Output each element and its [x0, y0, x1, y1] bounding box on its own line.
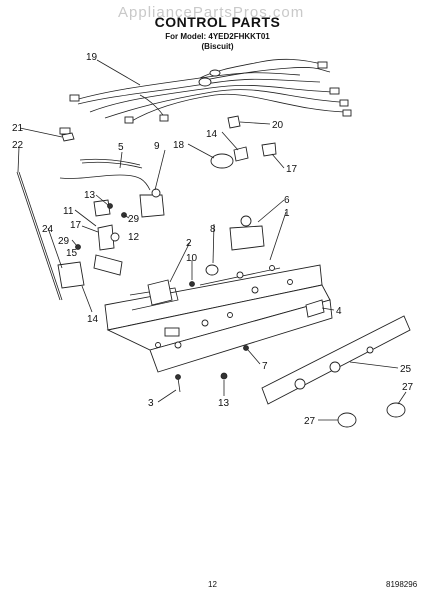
callout-11: 11 — [63, 206, 74, 217]
knob-27 — [337, 412, 357, 428]
light-bulb-19 — [210, 153, 234, 169]
bracket-2 — [147, 279, 173, 306]
callout-8: 8 — [210, 224, 216, 235]
callout-13: 13 — [84, 190, 96, 201]
callout-23: 22 — [12, 140, 24, 151]
socket-17 — [261, 142, 277, 157]
screw-10 — [189, 281, 195, 287]
rod — [18, 171, 63, 301]
harness-connector — [342, 109, 352, 117]
callout-1: 1 — [284, 208, 290, 219]
callout-5: 5 — [118, 142, 124, 153]
callout-2: 2 — [186, 238, 192, 249]
harness-connector — [339, 99, 349, 107]
control — [139, 194, 165, 218]
harness-connector — [59, 127, 71, 135]
harness-connector — [317, 61, 328, 69]
panel-hole — [366, 346, 374, 354]
wire-lead — [79, 158, 141, 166]
leader-lines — [17, 59, 407, 421]
callout-25: 25 — [400, 364, 412, 375]
page-title: CONTROL PARTS — [154, 14, 281, 30]
bracket-18 — [93, 199, 111, 217]
callout-13-lower: 13 — [218, 398, 230, 409]
color-line: (Biscuit) — [201, 42, 234, 51]
model-line: For Model: 4YED2FHKKT01 — [165, 32, 270, 41]
wire-lead — [59, 174, 151, 191]
knob-8 — [205, 264, 219, 276]
screw-12 — [110, 232, 120, 242]
callout-15: 14 — [87, 314, 99, 325]
callout-7: 7 — [262, 361, 268, 372]
socket-clip-21 — [227, 115, 241, 129]
callout-9: 9 — [154, 141, 160, 152]
panel-hole — [294, 378, 306, 390]
callout-4: 4 — [336, 306, 342, 317]
thermostat-knob — [240, 215, 252, 227]
clip — [61, 132, 75, 142]
callout-3: 3 — [148, 398, 154, 409]
page-number: 12 — [208, 580, 217, 589]
thermostat-body — [97, 224, 115, 251]
harness-clip — [209, 69, 221, 77]
wire-harness — [59, 58, 352, 135]
harness-clip — [198, 77, 212, 87]
thermostat-6 — [229, 225, 265, 251]
callout-21: 20 — [272, 120, 284, 131]
callout-18: 17 — [70, 220, 82, 231]
callout-16: 15 — [66, 248, 78, 259]
light-socket-14 — [233, 146, 249, 162]
harness-connector — [69, 94, 80, 102]
callout-29-left: 29 — [58, 236, 70, 247]
wire-lead — [81, 161, 143, 169]
rod — [16, 171, 61, 301]
screw-3-head — [175, 374, 181, 380]
callout-17: 17 — [286, 164, 298, 175]
callout-20: 19 — [86, 52, 98, 63]
harness-connector — [159, 114, 169, 122]
panel-hole — [329, 361, 341, 373]
bracket — [57, 261, 85, 289]
callout-24: 24 — [42, 224, 54, 235]
control-housing — [104, 264, 333, 373]
screw-13 — [107, 203, 113, 209]
callout-27-right: 27 — [402, 382, 414, 393]
callout-labels: 19 21 22 5 13 9 20 14 18 17 17 11 15 29 … — [12, 52, 414, 427]
control-knob — [151, 188, 161, 198]
screw-7 — [243, 345, 249, 351]
knob-27 — [386, 402, 406, 418]
callout-29: 29 — [128, 214, 140, 225]
callout-6: 6 — [284, 195, 290, 206]
watermark: AppliancePartsPros.com — [118, 4, 305, 21]
switch-4 — [305, 299, 325, 318]
callout-14: 14 — [206, 129, 218, 140]
thermostat-11 — [93, 254, 123, 276]
callout-27-left: 27 — [304, 416, 316, 427]
callout-10: 10 — [186, 253, 198, 264]
screw-3 — [177, 377, 181, 393]
callout-22: 21 — [12, 123, 24, 134]
harness-connector — [124, 116, 134, 124]
callout-12: 12 — [128, 232, 140, 243]
callout-19: 18 — [173, 140, 185, 151]
harness-connector — [329, 87, 340, 95]
screw-13-lower — [220, 372, 228, 380]
document-number: 8198296 — [386, 580, 418, 589]
